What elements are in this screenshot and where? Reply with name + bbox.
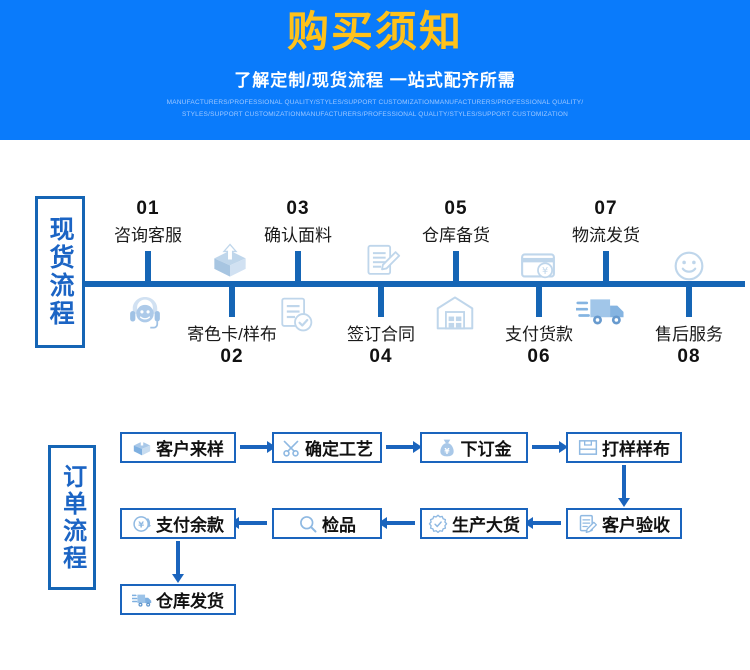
scissors-icon bbox=[281, 438, 301, 458]
stock-step-03: 03 确认面料 bbox=[223, 198, 373, 246]
svg-text:¥: ¥ bbox=[138, 519, 144, 529]
stock-step-01-number: 01 bbox=[136, 198, 160, 219]
magnifier-icon bbox=[298, 514, 318, 534]
arrow-acceptance-to-production bbox=[524, 516, 562, 530]
arrow-production-to-inspection bbox=[378, 516, 416, 530]
header-banner: 购买须知 了解定制/现货流程 一站式配齐所需 MANUFACTURERS/PRO… bbox=[0, 0, 750, 140]
inspection-doc-icon bbox=[578, 514, 598, 534]
page-title: 购买须知 bbox=[286, 8, 463, 55]
order-step-warehouse-shipment[interactable]: 仓库发货 bbox=[120, 584, 236, 615]
stock-step-07: 07 物流发货 bbox=[531, 198, 681, 246]
stock-step-07-name: 物流发货 bbox=[572, 226, 640, 245]
warehouse-icon bbox=[434, 292, 476, 332]
delivery-truck-icon bbox=[576, 292, 628, 330]
document-check-icon bbox=[275, 295, 315, 335]
stock-step-08-name: 售后服务 bbox=[655, 325, 723, 344]
gear-check-icon bbox=[428, 514, 448, 534]
order-step-label: 打样样布 bbox=[602, 440, 670, 459]
contract-pen-icon bbox=[363, 243, 401, 283]
arrow-sample-to-craft bbox=[240, 440, 276, 454]
order-step-inspection[interactable]: 检品 bbox=[272, 508, 382, 539]
timeline-tick-08 bbox=[686, 287, 692, 317]
timeline-tick-03 bbox=[295, 251, 301, 281]
money-bag-icon: ¥ bbox=[437, 438, 457, 458]
stock-step-08-number: 08 bbox=[677, 346, 701, 367]
stock-step-05-name: 仓库备货 bbox=[422, 226, 490, 245]
order-step-label: 仓库发货 bbox=[156, 592, 224, 611]
stock-step-04-number: 04 bbox=[369, 346, 393, 367]
stock-step-05: 05 仓库备货 bbox=[381, 198, 531, 246]
headset-support-icon bbox=[124, 290, 166, 332]
stock-step-04-name: 签订合同 bbox=[347, 325, 415, 344]
stock-step-06-number: 06 bbox=[527, 346, 551, 367]
stock-step-01-name: 咨询客服 bbox=[114, 226, 182, 245]
smiley-face-icon bbox=[673, 250, 705, 282]
timeline-tick-02 bbox=[229, 287, 235, 317]
stock-flow-section: 现货流程 01 咨询客服 03 确认面料 05 仓库备货 07 物流发货 bbox=[0, 140, 750, 395]
timeline-tick-04 bbox=[378, 287, 384, 317]
timeline-tick-05 bbox=[453, 251, 459, 281]
order-step-customer-acceptance[interactable]: 客户验收 bbox=[566, 508, 682, 539]
stock-step-06-name: 支付货款 bbox=[505, 325, 573, 344]
payment-card-icon: ¥ bbox=[519, 250, 557, 280]
stock-step-08: 售后服务 08 bbox=[614, 320, 750, 368]
stock-step-04: 签订合同 04 bbox=[306, 320, 456, 368]
stock-step-02-name: 寄色卡/样布 bbox=[187, 325, 277, 344]
timeline-tick-07 bbox=[603, 251, 609, 281]
stock-flow-side-label-text: 现货流程 bbox=[46, 216, 75, 328]
order-flow-side-label: 订单流程 bbox=[48, 445, 96, 590]
order-step-customer-sample[interactable]: 客户来样 bbox=[120, 432, 236, 463]
order-step-label: 支付余款 bbox=[156, 516, 224, 535]
svg-text:¥: ¥ bbox=[444, 446, 450, 455]
fabric-swatch-icon bbox=[578, 438, 598, 458]
page-subtitle: 了解定制/现货流程 一站式配齐所需 bbox=[234, 71, 516, 90]
order-step-bulk-production[interactable]: 生产大货 bbox=[420, 508, 528, 539]
order-step-label: 确定工艺 bbox=[305, 440, 373, 459]
order-flow-section: 订单流程 客户来样 bbox=[0, 395, 750, 670]
stock-step-07-number: 07 bbox=[594, 198, 618, 219]
timeline-axis bbox=[85, 281, 745, 287]
stock-step-06: 支付货款 06 bbox=[464, 320, 614, 368]
timeline-tick-06 bbox=[536, 287, 542, 317]
yuan-refund-icon: ¥ bbox=[132, 514, 152, 534]
stock-step-02: 寄色卡/样布 02 bbox=[157, 320, 307, 368]
timeline-tick-01 bbox=[145, 251, 151, 281]
warehouse-truck-icon bbox=[132, 590, 152, 610]
arrow-balance-to-shipment bbox=[171, 541, 185, 583]
order-step-label: 检品 bbox=[322, 516, 356, 535]
stock-flow-side-label: 现货流程 bbox=[35, 196, 85, 348]
order-step-label: 生产大货 bbox=[452, 516, 520, 535]
stock-step-05-number: 05 bbox=[444, 198, 468, 219]
stock-step-03-name: 确认面料 bbox=[264, 226, 332, 245]
stock-step-01: 01 咨询客服 bbox=[73, 198, 223, 246]
stock-step-02-number: 02 bbox=[220, 346, 244, 367]
banner-english-strapline: MANUFACTURERS/PROFESSIONAL QUALITY/STYLE… bbox=[166, 99, 584, 119]
order-step-sampling-fabric[interactable]: 打样样布 bbox=[566, 432, 682, 463]
arrow-deposit-to-sampling bbox=[532, 440, 568, 454]
order-step-deposit[interactable]: ¥ 下订金 bbox=[420, 432, 528, 463]
arrow-craft-to-deposit bbox=[386, 440, 422, 454]
order-step-label: 下订金 bbox=[460, 440, 512, 459]
arrow-sampling-to-acceptance bbox=[617, 465, 631, 507]
svg-text:¥: ¥ bbox=[542, 266, 548, 277]
stock-step-03-number: 03 bbox=[286, 198, 310, 219]
order-step-pay-balance[interactable]: ¥ 支付余款 bbox=[120, 508, 236, 539]
order-step-label: 客户来样 bbox=[156, 440, 224, 459]
order-step-label: 客户验收 bbox=[602, 516, 670, 535]
open-box-icon bbox=[207, 241, 253, 281]
order-step-confirm-craft[interactable]: 确定工艺 bbox=[272, 432, 382, 463]
order-flow-side-label-text: 订单流程 bbox=[58, 463, 86, 572]
sample-box-icon bbox=[132, 438, 152, 458]
